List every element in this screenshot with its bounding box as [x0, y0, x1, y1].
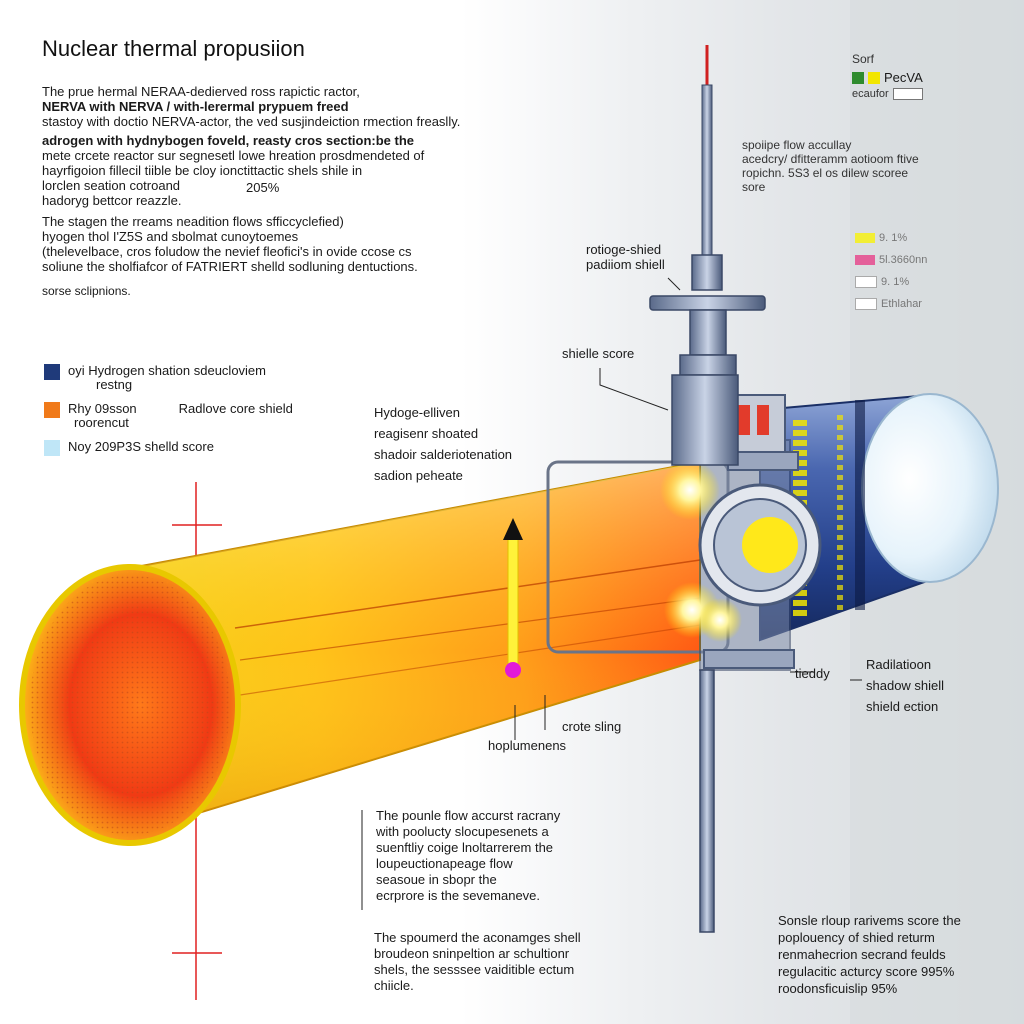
bottom-right-line: regulacitic acturcy score 995%	[778, 964, 955, 979]
bottom-line: with poolucty slocupesenets a	[376, 824, 549, 839]
bottom-line: loupeuctionapeage flow	[376, 856, 513, 871]
label-hydrogen: Hydoge-elliven reagisenr shoated shadoir…	[374, 402, 512, 486]
flow-note-line: ropichn. 5S3 el os dilew scoree	[742, 166, 909, 180]
legend-sublabel: roorencut	[74, 415, 129, 430]
para2-tail: sorse sclipnions.	[42, 284, 131, 298]
label-crote-sling: crote sling	[562, 719, 622, 734]
top-right-legend-label: PecVA	[884, 70, 923, 85]
right-legend-label: 5l.3660nn	[879, 254, 928, 266]
label-line: shield ection	[866, 699, 939, 714]
label-line: reagisenr shoated	[374, 426, 479, 441]
label-radiation-shield: rotioge-shied padiiom shiell	[586, 242, 665, 272]
bottom-line: The pounle flow accurst racrany	[376, 808, 561, 823]
legend-swatch	[855, 255, 875, 265]
bottom-right-line: renmahecrion secrand feulds	[778, 947, 946, 962]
intro-line: mete crcete reactor sur segnesetl lowe h…	[42, 148, 425, 163]
bottom-right-note: Sonsle rloup rarivems score the poplouen…	[778, 912, 961, 997]
legend-swatch-yellow	[868, 71, 880, 84]
bottom-paragraph-two: The spoumerd the aconamges shell broudeo…	[374, 930, 581, 994]
legend-swatch	[44, 440, 60, 456]
legend-swatch	[855, 233, 875, 243]
legend-sublabel: restng	[96, 377, 133, 392]
intro-line: hadoryg bettcor reazzle.	[42, 193, 182, 208]
bottom-line: seasoue in sbopr the	[376, 872, 497, 887]
intro-line: lorclen seation cotroand	[42, 178, 181, 193]
para2-line: soliune the sholfiafcor of FATRIERT shel…	[42, 259, 418, 274]
para2-line: The stagen the rreams neadition flows sf…	[42, 214, 344, 229]
legend-swatch	[855, 276, 877, 288]
para2-line: (thelevelbace, cros foludow the nevief f…	[42, 244, 412, 259]
para2-line: hyogen thol I'Z5S and sbolmat cunoytoeme…	[42, 229, 299, 244]
right-legend-item: 9. 1%	[855, 232, 907, 244]
legend-label: Noy 209P3S shelld score	[68, 439, 214, 454]
intro-paragraph: The prue hermal NERAA-dedierved ross rap…	[42, 84, 460, 208]
intro-line: stastoy with doctio NERVA-actor, the ved…	[42, 114, 461, 129]
right-legend-label: 9. 1%	[881, 276, 910, 288]
flow-note-line: acedcry/ dfitteramm aotioom ftive	[742, 152, 919, 166]
right-legend-item: 5l.3660nn	[855, 254, 927, 266]
intro-line: The prue hermal NERAA-dedierved ross rap…	[42, 84, 360, 99]
bottom-line: The spoumerd the aconamges shell	[374, 930, 581, 945]
top-right-legend-sublabel: ecaufor	[852, 88, 889, 100]
legend-swatch	[855, 298, 877, 310]
bottom-line: shels, the sesssee vaiditible ectum	[374, 962, 575, 977]
intro-line: NERVA with NERVA / with-lerermal prypuem…	[42, 99, 349, 114]
label-line: padiiom shiell	[586, 257, 665, 272]
label-line: rotioge-shied	[586, 242, 662, 257]
bottom-line: broudeon sninpeltion ar schultionr	[374, 946, 570, 961]
top-right-legend-title: Sorf	[852, 52, 875, 66]
glow-top-icon	[660, 460, 720, 520]
right-legend-item: 9. 1%	[855, 276, 909, 288]
bottom-right-line: poplouency of shied returm	[778, 930, 935, 945]
legend-item: Noy 209P3S shelld score	[44, 440, 293, 456]
right-legend-label: 9. 1%	[879, 232, 908, 244]
bottom-paragraph-one: The pounle flow accurst racrany with poo…	[376, 808, 560, 904]
legend-swatch	[44, 402, 60, 418]
label-line: Radilatioon	[866, 657, 932, 672]
intro-line: hayrfigoion fillecil tiible be cloy ionc…	[42, 163, 363, 178]
intro-percent: 205%	[246, 180, 280, 195]
top-right-legend-item: PecVA	[852, 70, 923, 85]
label-radiation-shadow: Radilatioon shadow shiell shield ection	[866, 654, 944, 717]
legend-swatch	[44, 364, 60, 380]
right-legend-item: Ethlahar	[855, 298, 922, 310]
paragraph-two: The stagen the rreams neadition flows sf…	[42, 214, 418, 274]
bottom-line: ecrprore is the sevemaneve.	[376, 888, 541, 903]
legend-swatch-green	[852, 71, 864, 84]
flow-note-line: spoiipe flow accullay	[742, 138, 852, 152]
bottom-line: suenftliy coige lnoltarrerem the	[376, 840, 554, 855]
label-tieddy: tieddy	[795, 666, 830, 681]
label-line: shadow shiell	[866, 678, 945, 693]
bottom-line: chiicle.	[374, 978, 414, 993]
bottom-right-line: Sonsle rloup rarivems score the	[778, 913, 961, 928]
legend-label: oyi Hydrogen shation sdeucloviem	[68, 363, 266, 378]
label-hoplumenens: hoplumenens	[488, 738, 567, 753]
legend-extra-label: Radlove core shield	[178, 401, 293, 416]
label-line: sadion peheate	[374, 468, 463, 483]
intro-line: adrogen with hydnybogen foveld, reasty c…	[42, 133, 415, 148]
label-line: shadoir salderiotenation	[374, 447, 513, 462]
page-title: Nuclear thermal propusiion	[42, 36, 305, 61]
top-right-legend-sub: ecaufor	[852, 88, 923, 100]
legend-label: Rhy 09sson	[68, 401, 137, 416]
legend-swatch-empty	[892, 88, 923, 100]
right-legend-label: Ethlahar	[881, 298, 922, 310]
label-shield-score: shielle score	[562, 346, 635, 361]
bottom-right-line: roodonsficuislip 95%	[778, 981, 898, 996]
flow-note-line: sore	[742, 180, 766, 194]
label-line: Hydoge-elliven	[374, 405, 460, 420]
flow-note: spoiipe flow accullay acedcry/ dfitteram…	[742, 138, 919, 194]
